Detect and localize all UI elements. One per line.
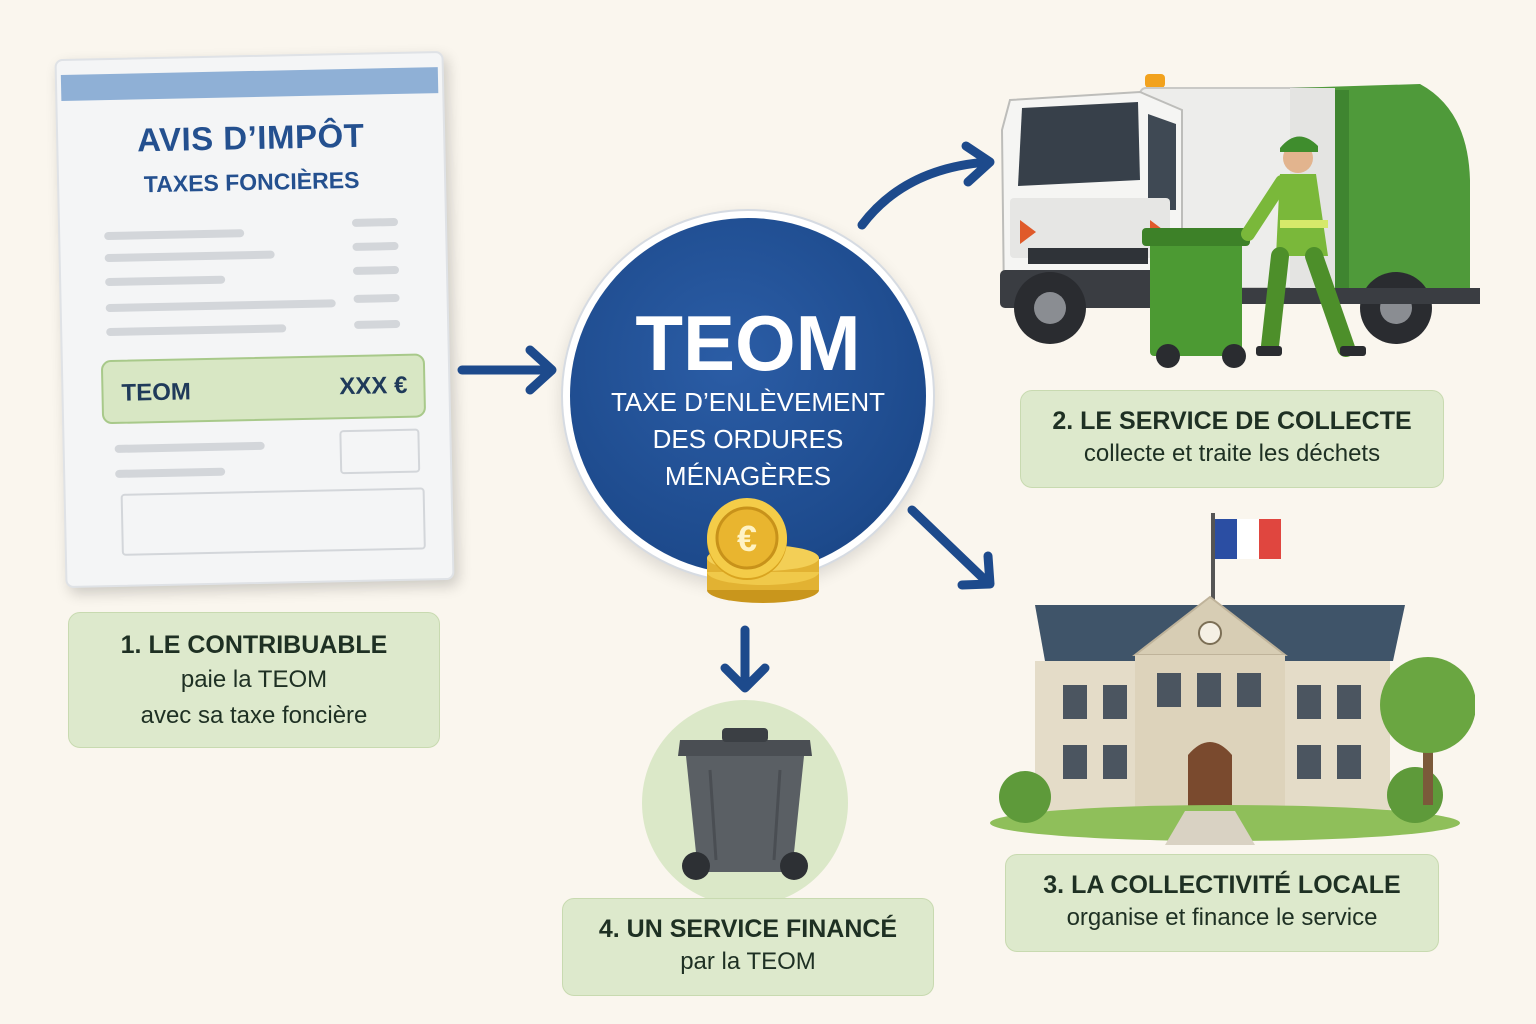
teom-name-line3: MÉNAGÈRES [664,461,832,491]
town-hall-illustration [990,513,1475,845]
arrow-curved-up-icon [857,141,995,230]
step-2-label: 2. LE SERVICE DE COLLECTE collecte et tr… [1020,390,1444,488]
garbage-truck-illustration [1000,74,1480,368]
gray-trash-bin-icon [678,728,812,880]
step-4-label: 4. UN SERVICE FINANCÉ par la TEOM [562,898,934,996]
step-1-line1: paie la TEOM [180,666,328,693]
step-1-line2: avec sa taxe foncière [140,702,368,729]
step-1-title: 1. LE CONTRIBUABLE [120,631,388,659]
teom-full-name: TAXE D’ENLÈVEMENT DES ORDURES MÉNAGÈRES [570,384,926,495]
step-3-title: 3. LA COLLECTIVITÉ LOCALE [1043,871,1401,899]
teom-name-line1: TAXE D’ENLÈVEMENT [610,387,885,417]
arrow-down-icon [720,625,770,693]
step-3-label: 3. LA COLLECTIVITÉ LOCALE organise et fi… [1005,854,1439,952]
arrow-right-icon [457,345,557,395]
coins-icon: € [707,498,819,603]
teom-name-line2: DES ORDURES [652,424,844,454]
step-4-line1: par la TEOM [680,948,816,975]
step-2-title: 2. LE SERVICE DE COLLECTE [1052,407,1412,435]
teom-acronym: TEOM [635,299,861,387]
step-1-label: 1. LE CONTRIBUABLE paie la TEOM avec sa … [68,612,440,748]
step-4-title: 4. UN SERVICE FINANCÉ [598,915,898,943]
arrow-diagonal-down-icon [907,505,995,590]
euro-symbol: € [737,518,757,559]
step-3-line1: organise et finance le service [1066,904,1378,931]
step-2-line1: collecte et traite les déchets [1083,440,1381,467]
